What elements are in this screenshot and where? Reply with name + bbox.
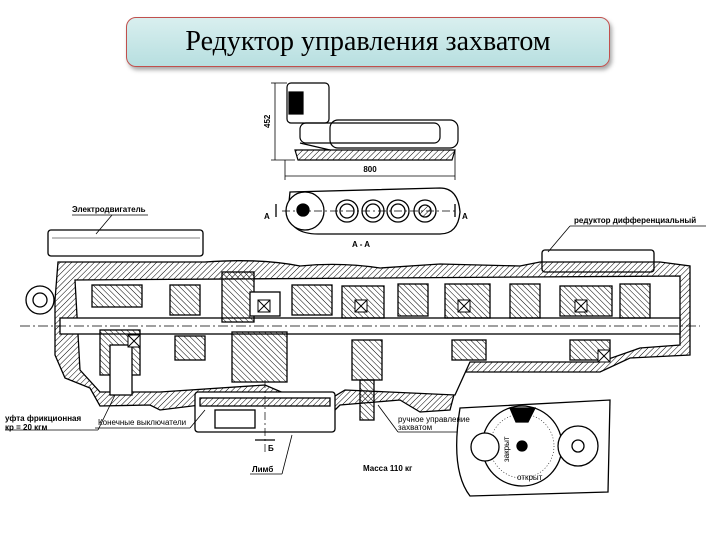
leader-lines: [5, 214, 706, 475]
side-view: [286, 82, 459, 161]
dial-view: [456, 399, 611, 497]
section-marker-right: A: [462, 212, 468, 221]
motor-body: [47, 229, 204, 257]
section-b-label: Б: [268, 444, 274, 453]
friction-clutch-label: уфта фрикционная: [5, 414, 81, 423]
diff-reducer-label: редуктор дифференциальный: [574, 216, 696, 225]
dial-closed-label: закрыт: [502, 436, 511, 462]
manual-control-label-1: ручное управление: [398, 415, 470, 424]
limit-switches-label: Конечные выключатели: [98, 418, 186, 427]
limb-label: Лимб: [252, 465, 273, 474]
width-dimension: [284, 150, 456, 180]
height-dim-label: 452: [263, 114, 272, 128]
dial-open-label: открыт: [517, 473, 543, 482]
height-dimension: [271, 82, 295, 161]
motor-label: Электродвигатель: [72, 205, 146, 214]
mass-label: Масса 110 кг: [363, 464, 413, 473]
title-box: Редуктор управления захватом: [126, 17, 610, 67]
manual-control-label-2: захватом: [398, 423, 432, 432]
page-title: Редуктор управления захватом: [185, 26, 551, 57]
friction-clutch-torque: кр = 20 кгм: [5, 423, 47, 432]
section-a-a: [275, 187, 461, 235]
main-section: [20, 229, 700, 452]
section-name-label: A - A: [352, 240, 370, 249]
width-dim-label: 800: [363, 165, 377, 174]
section-marker-left: A: [264, 212, 270, 221]
